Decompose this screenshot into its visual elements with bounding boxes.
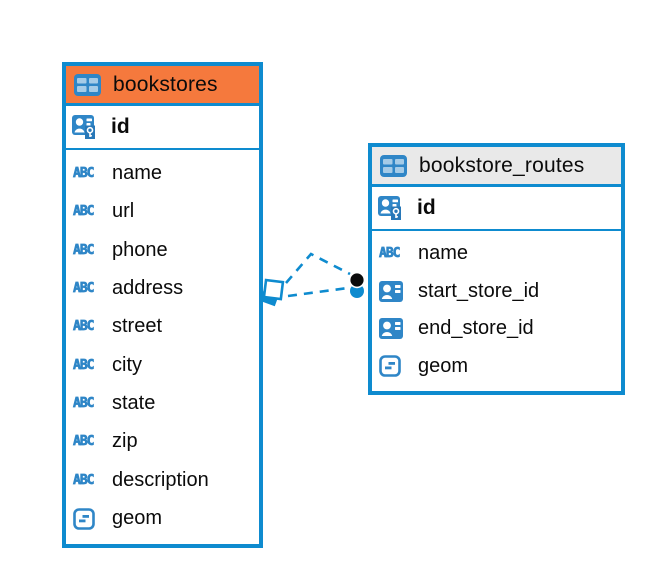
column-row-id[interactable]: id bbox=[66, 106, 259, 150]
column-list: ABC name start_store_id bbox=[372, 231, 621, 391]
text-type-icon: ABC bbox=[73, 472, 95, 488]
column-row[interactable]: ABC url bbox=[66, 195, 259, 229]
column-row[interactable]: ABC phone bbox=[66, 233, 259, 267]
geometry-type-icon bbox=[73, 507, 103, 530]
column-name: street bbox=[112, 315, 163, 338]
text-type-icon: ABC bbox=[73, 434, 95, 450]
column-name: url bbox=[112, 200, 135, 223]
column-list: ABC name ABC url ABC phone ABC address A… bbox=[66, 150, 259, 544]
column-name: start_store_id bbox=[418, 279, 540, 302]
column-name: geom bbox=[418, 354, 469, 377]
column-name: address bbox=[112, 276, 184, 299]
text-type-icon: ABC bbox=[73, 242, 95, 258]
primary-key-icon bbox=[378, 195, 408, 222]
table-bookstores-header[interactable]: bookstores bbox=[66, 66, 259, 106]
column-row-id[interactable]: id bbox=[372, 187, 621, 231]
table-bookstores[interactable]: bookstores id ABC bbox=[62, 62, 263, 548]
column-row[interactable]: geom bbox=[372, 349, 621, 383]
column-name: state bbox=[112, 392, 156, 415]
text-type-icon: ABC bbox=[379, 246, 401, 262]
column-row[interactable]: ABC name bbox=[66, 156, 259, 190]
column-row[interactable]: ABC zip bbox=[66, 425, 259, 459]
table-title: bookstores bbox=[113, 72, 218, 96]
column-row[interactable]: ABC street bbox=[66, 310, 259, 344]
column-name: end_store_id bbox=[418, 317, 534, 340]
column-row[interactable]: ABC address bbox=[66, 271, 259, 305]
table-title: bookstore_routes bbox=[419, 153, 585, 177]
table-bookstore-routes[interactable]: bookstore_routes id ABC bbox=[368, 143, 625, 395]
column-row[interactable]: end_store_id bbox=[372, 312, 621, 346]
column-name: name bbox=[418, 242, 469, 265]
column-name: id bbox=[111, 115, 130, 138]
relationship-diamond-markers bbox=[259, 278, 285, 307]
text-type-icon: ABC bbox=[73, 319, 95, 335]
text-type-icon: ABC bbox=[73, 396, 95, 412]
column-name: phone bbox=[112, 238, 168, 261]
relationship-circle-markers bbox=[348, 271, 366, 298]
table-bookstore-routes-header[interactable]: bookstore_routes bbox=[372, 147, 621, 187]
column-name: zip bbox=[112, 430, 138, 453]
column-row[interactable]: ABC city bbox=[66, 348, 259, 382]
text-type-icon: ABC bbox=[73, 280, 95, 297]
foreign-key-icon bbox=[379, 280, 409, 302]
column-name: geom bbox=[112, 507, 163, 530]
text-type-icon: ABC bbox=[73, 204, 95, 220]
column-name: name bbox=[112, 161, 163, 184]
relationship-line-lower bbox=[287, 286, 349, 298]
foreign-key-icon bbox=[379, 318, 409, 340]
table-icon bbox=[380, 154, 410, 177]
relationship-line-upper bbox=[285, 252, 351, 284]
column-name: description bbox=[112, 468, 209, 491]
column-name: city bbox=[112, 353, 142, 376]
column-row[interactable]: ABC description bbox=[66, 463, 259, 497]
primary-key-icon bbox=[72, 114, 102, 141]
column-row[interactable]: ABC name bbox=[372, 237, 621, 271]
text-type-icon: ABC bbox=[73, 357, 95, 373]
geometry-type-icon bbox=[379, 355, 409, 378]
column-row[interactable]: start_store_id bbox=[372, 274, 621, 308]
column-row[interactable]: geom bbox=[66, 502, 259, 536]
text-type-icon: ABC bbox=[73, 165, 95, 182]
table-icon bbox=[74, 73, 104, 96]
column-row[interactable]: ABC state bbox=[66, 387, 259, 421]
column-name: id bbox=[417, 196, 436, 219]
